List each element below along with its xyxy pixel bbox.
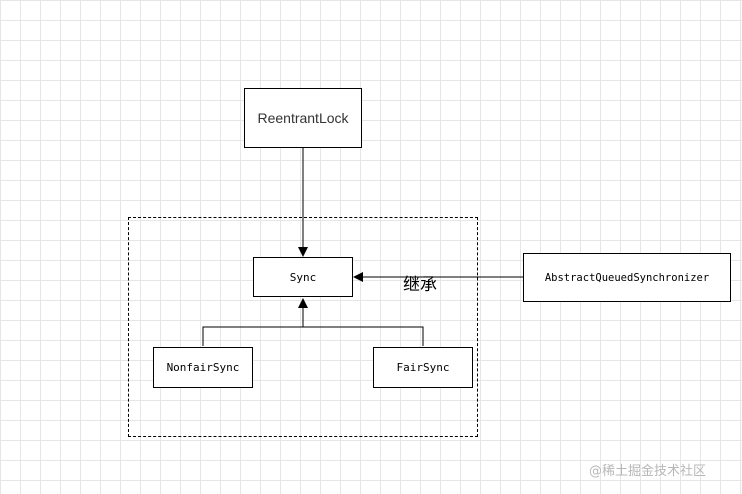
sync-group-container [128,217,478,437]
reentrantlock-label: ReentrantLock [257,110,349,126]
fairsync-label: FairSync [396,361,450,374]
sync-label: Sync [289,270,317,284]
edge-nonfairsync-to-sync [202,326,303,346]
watermark-text: @稀土掘金技术社区 [589,464,707,479]
fairsync-node[interactable]: FairSync [373,347,473,388]
nonfairsync-node[interactable]: NonfairSync [153,347,253,388]
nonfairsync-label: NonfairSync [166,361,240,374]
aqs-label: AbstractQueuedSynchronizer [544,271,710,284]
sync-node[interactable]: Sync [253,257,353,297]
inherit-edge-label: 继承 [403,275,437,295]
reentrantlock-node[interactable]: ReentrantLock [244,88,362,148]
edge-fairsync-to-sync [303,326,424,346]
aqs-node[interactable]: AbstractQueuedSynchronizer [523,253,731,302]
